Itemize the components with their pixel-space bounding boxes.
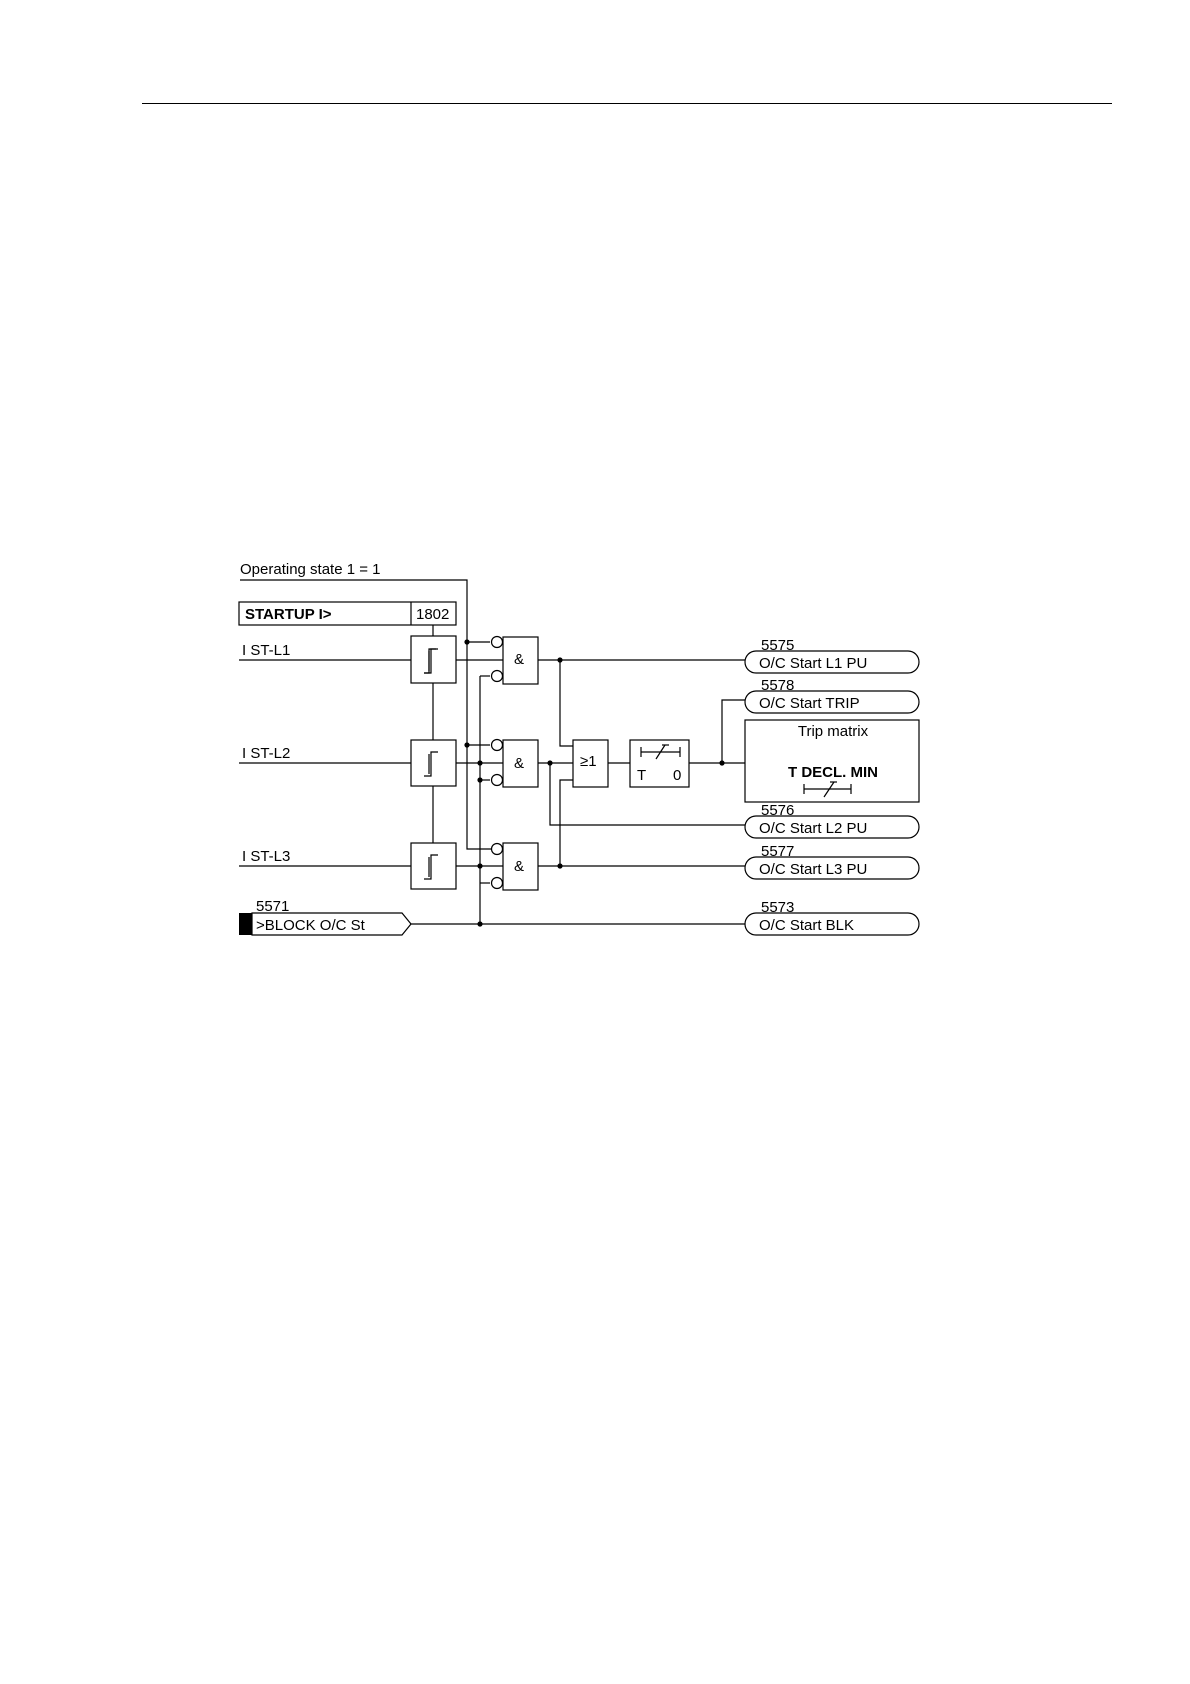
negation-circle [492, 671, 503, 682]
junction-dot [477, 777, 482, 782]
input-l3-label: I ST-L3 [242, 848, 290, 865]
junction-dot [547, 760, 552, 765]
or-gate-symbol: ≥1 [580, 753, 597, 770]
block-input-marker [239, 913, 252, 935]
junction-dot [477, 921, 482, 926]
threshold-l1 [411, 636, 456, 683]
junction-dot [557, 657, 562, 662]
negation-circle [492, 844, 503, 855]
startup-setting-name: STARTUP I> [245, 606, 332, 623]
junction-dot [464, 639, 469, 644]
negation-circle [492, 775, 503, 786]
junction-dot [719, 760, 724, 765]
output-l2-label: O/C Start L2 PU [759, 820, 867, 837]
output-l1-label: O/C Start L1 PU [759, 655, 867, 672]
trip-output-wire [722, 700, 745, 763]
junction-dot [477, 760, 482, 765]
negation-circle [492, 878, 503, 889]
junction-dot [464, 742, 469, 747]
l3-to-or [560, 780, 573, 866]
timer-t-label: T [637, 767, 646, 784]
output-blk-label: O/C Start BLK [759, 917, 854, 934]
junction-dot [557, 863, 562, 868]
threshold-l2 [411, 740, 456, 786]
timer-zero-label: 0 [673, 767, 681, 784]
block-input-label: >BLOCK O/C St [256, 917, 366, 934]
startup-setting-address: 1802 [416, 606, 449, 623]
negation-circle [492, 740, 503, 751]
output-l3-label: O/C Start L3 PU [759, 861, 867, 878]
and-gate-l3-symbol: & [514, 858, 524, 875]
trip-matrix-parameter[interactable]: T DECL. MIN [788, 764, 878, 781]
trip-matrix-title: Trip matrix [798, 723, 869, 740]
threshold-l3 [411, 843, 456, 889]
junction-dot [477, 863, 482, 868]
negation-circle [492, 637, 503, 648]
operating-state-label: Operating state 1 = 1 [240, 561, 381, 578]
input-l1-label: I ST-L1 [242, 642, 290, 659]
and-gate-l1-symbol: & [514, 651, 524, 668]
and-gate-l2-symbol: & [514, 755, 524, 772]
l1-to-or [560, 660, 573, 746]
output-trip-label: O/C Start TRIP [759, 695, 860, 712]
input-l2-label: I ST-L2 [242, 745, 290, 762]
